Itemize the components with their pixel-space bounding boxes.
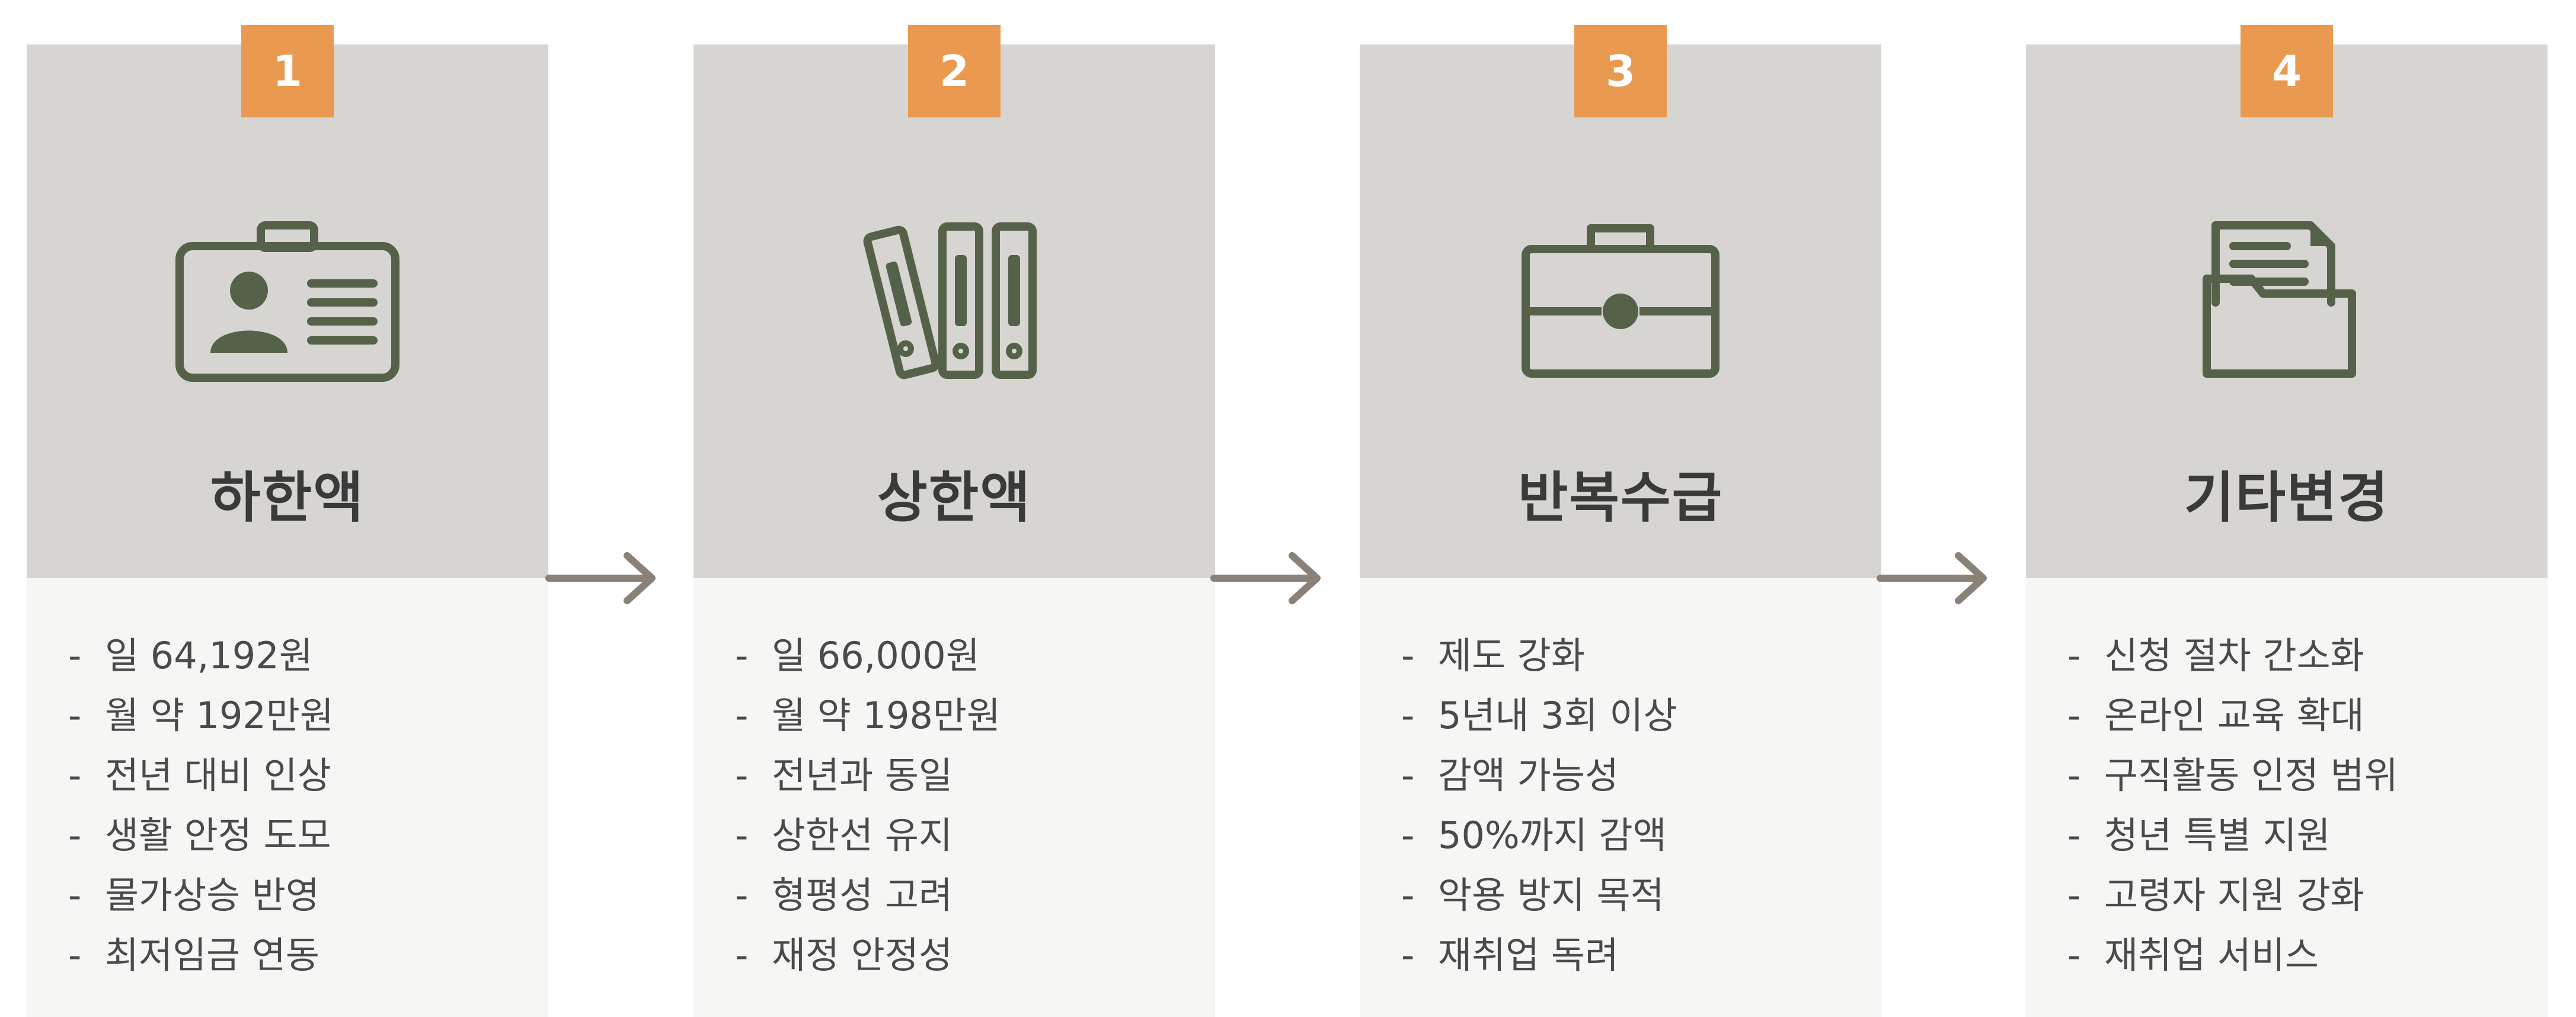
bullet-item: -최저임금 연동 [68, 933, 319, 977]
bullet-list: -일 64,192원 -월 약 192만원 -전년 대비 인상 -생활 안정 도… [68, 626, 334, 985]
step-details-panel: -제도 강화 -5년내 3회 이상 -감액 가능성 -50%까지 감액 -악용 … [1360, 578, 1881, 1017]
step-details-panel: -일 66,000원 -월 약 198만원 -전년과 동일 -상한선 유지 -형… [693, 578, 1215, 1017]
step-title: 상한액 [877, 466, 1031, 530]
briefcase-icon [1502, 213, 1739, 385]
bullet-item: -형평성 고려 [735, 873, 953, 917]
step-card: 기타변경 [2026, 44, 2548, 578]
step-number-badge: 2 [908, 25, 1001, 117]
bullet-item: -신청 절차 간소화 [2067, 634, 2364, 677]
bullet-item: -악용 방지 목적 [1401, 873, 1664, 917]
bullet-list: -일 66,000원 -월 약 198만원 -전년과 동일 -상한선 유지 -형… [735, 626, 1001, 985]
step-1: 하한액 1 -일 64,192원 -월 약 192만원 -전년 대비 인상 -생… [27, 0, 548, 1017]
bullet-item: -구직활동 인정 범위 [2067, 754, 2398, 797]
step-title: 하한액 [210, 466, 365, 530]
bullet-item: -월 약 198만원 [735, 694, 1001, 737]
step-card: 상한액 [693, 44, 1215, 578]
bullet-item: -고령자 지원 강화 [2067, 873, 2364, 917]
bullet-item: -상한선 유지 [735, 814, 953, 857]
step-2: 상한액 2 -일 66,000원 -월 약 198만원 -전년과 동일 -상한선… [693, 0, 1215, 1017]
step-card: 하한액 [27, 44, 548, 578]
step-title: 반복수급 [1517, 466, 1724, 530]
bullet-item: -월 약 192만원 [68, 694, 334, 737]
bullet-item: -감액 가능성 [1401, 754, 1619, 797]
bullet-item: -50%까지 감액 [1401, 814, 1667, 857]
bullet-item: -청년 특별 지원 [2067, 814, 2331, 857]
step-number-badge: 4 [2241, 25, 2333, 117]
step-4: 기타변경 4 -신청 절차 간소화 -온라인 교육 확대 -구직활동 인정 범위… [2026, 0, 2548, 1017]
arrow-right-icon [545, 549, 658, 608]
bullet-item: -물가상승 반영 [68, 873, 319, 917]
bullet-item: -재취업 독려 [1401, 933, 1619, 977]
step-number-badge: 1 [241, 25, 334, 117]
bullet-item: -일 64,192원 [68, 634, 313, 677]
bullet-item: -일 66,000원 [735, 634, 980, 677]
folder-icon [2168, 213, 2405, 385]
bullet-item: -전년 대비 인상 [68, 754, 331, 797]
bullet-item: -생활 안정 도모 [68, 814, 331, 857]
bullet-item: -재정 안정성 [735, 933, 953, 977]
bullet-item: -전년과 동일 [735, 754, 953, 797]
arrow-right-icon [1210, 549, 1323, 608]
step-number-badge: 3 [1574, 25, 1667, 117]
step-details-panel: -신청 절차 간소화 -온라인 교육 확대 -구직활동 인정 범위 -청년 특별… [2026, 578, 2548, 1017]
bullet-item: -재취업 서비스 [2067, 933, 2319, 977]
id-card-icon [169, 213, 406, 385]
step-details-panel: -일 64,192원 -월 약 192만원 -전년 대비 인상 -생활 안정 도… [27, 578, 548, 1017]
step-3: 반복수급 3 -제도 강화 -5년내 3회 이상 -감액 가능성 -50%까지 … [1360, 0, 1881, 1017]
binders-icon [836, 213, 1073, 385]
step-title: 기타변경 [2184, 466, 2390, 530]
bullet-list: -신청 절차 간소화 -온라인 교육 확대 -구직활동 인정 범위 -청년 특별… [2067, 626, 2398, 985]
bullet-list: -제도 강화 -5년내 3회 이상 -감액 가능성 -50%까지 감액 -악용 … [1401, 626, 1677, 985]
step-card: 반복수급 [1360, 44, 1881, 578]
bullet-item: -온라인 교육 확대 [2067, 694, 2364, 737]
bullet-item: -제도 강화 [1401, 634, 1585, 677]
bullet-item: -5년내 3회 이상 [1401, 694, 1677, 737]
arrow-right-icon [1877, 549, 1989, 608]
